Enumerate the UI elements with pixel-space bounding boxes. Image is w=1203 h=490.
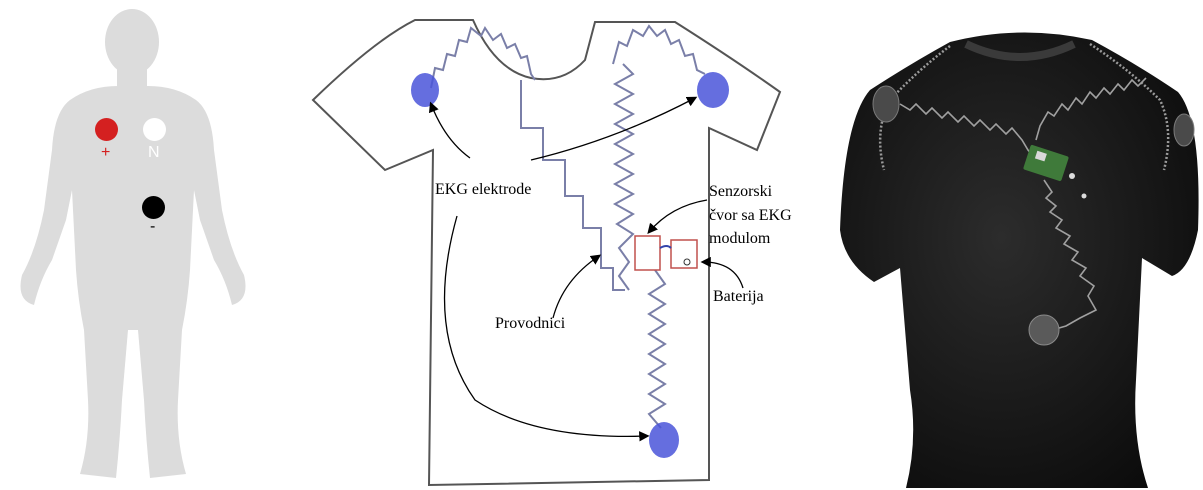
shirt-photo-panel [830, 0, 1203, 490]
label-sensor-node-line2: čvor sa EKG [709, 206, 792, 225]
label-sensor-node-line3: modulom [709, 229, 770, 248]
electrode-neutral [143, 118, 166, 141]
label-ekg-electrodes: EKG elektrode [435, 180, 531, 199]
photo-electrode-right [1174, 114, 1194, 146]
conductor-center-zigzag [615, 64, 633, 290]
arrow-to-right-electrode [531, 98, 695, 160]
arrow-to-conductors [553, 256, 599, 318]
electrode-left-shoulder [411, 73, 439, 107]
human-silhouette [0, 0, 270, 490]
negative-sign: - [150, 219, 155, 235]
conductor-left-stair [521, 80, 625, 290]
label-battery: Baterija [713, 287, 764, 306]
conductor-left-shoulder [431, 28, 535, 88]
smart-shirt-photo [830, 0, 1203, 490]
photo-electrode-lower [1029, 315, 1059, 345]
shirt-diagram-panel: EKG elektrode Senzorski čvor sa EKG modu… [295, 0, 795, 490]
sensor-node-box [635, 236, 660, 270]
label-sensor-node-line1: Senzorski [709, 182, 772, 201]
arrow-to-left-electrode [431, 104, 470, 158]
arrow-to-sensor-node [649, 200, 707, 232]
label-conductors: Provodnici [495, 314, 565, 333]
photo-electrode-left [873, 86, 899, 122]
neutral-sign: N [148, 145, 160, 161]
electrode-right-shoulder [697, 72, 729, 108]
electrode-positive [95, 118, 118, 141]
positive-sign: + [101, 145, 110, 161]
electrode-lower [649, 422, 679, 458]
body-silhouette-panel: + N - [0, 0, 270, 490]
conductor-lower-zigzag [649, 270, 665, 428]
electrode-negative [142, 196, 165, 219]
